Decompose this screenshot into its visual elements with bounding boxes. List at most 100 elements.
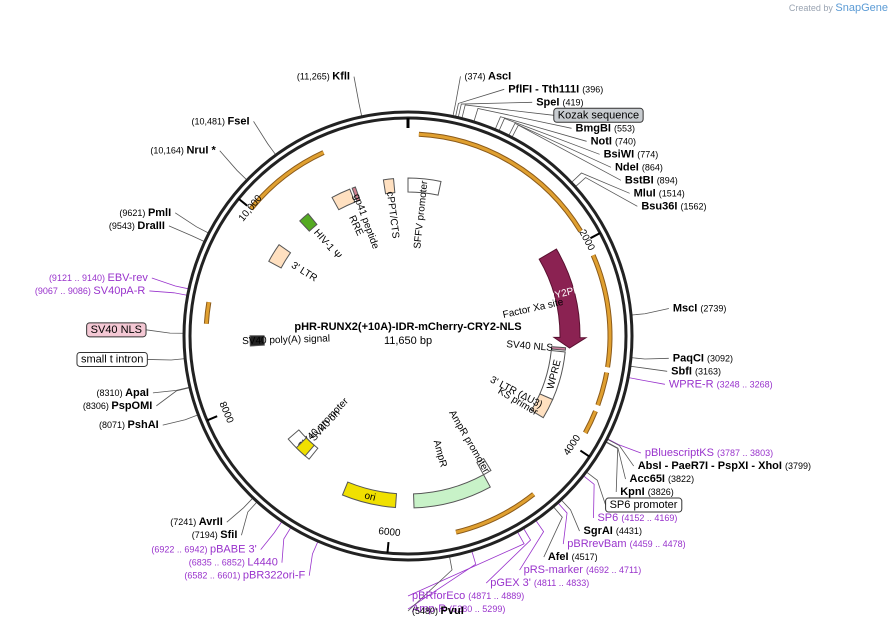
site-pvui[interactable]: (5480) PvuI: [412, 605, 464, 617]
feature-sv40-nls-label: SV40 NLS: [506, 339, 554, 354]
site-apai[interactable]: (8310) ApaI: [97, 387, 149, 399]
feature-ampr-label: AmpR: [431, 439, 449, 469]
orf-arc[interactable]: [596, 372, 609, 406]
feature-sv40-nls[interactable]: [550, 346, 567, 351]
site-noti[interactable]: NotI (740): [591, 135, 636, 147]
site-coord: (3163): [695, 366, 721, 376]
site-sp6-promoter[interactable]: SP6 promoter: [610, 499, 678, 511]
site-small-t-intron[interactable]: small t intron: [81, 353, 143, 365]
feature-hiv-1[interactable]: [299, 212, 318, 232]
site-afei[interactable]: AfeI (4517): [548, 551, 598, 563]
site-bstbi[interactable]: BstBI (894): [625, 174, 678, 186]
feature-ampr-promoter[interactable]: [476, 457, 492, 476]
site-coord: (9067 .. 9086): [35, 286, 94, 296]
site-pspomi[interactable]: (8306) PspOMI: [83, 400, 152, 412]
site-pbr322ori-f[interactable]: (6582 .. 6601) pBR322ori-F: [184, 570, 305, 582]
site-name: small t intron: [81, 353, 143, 365]
site-sbfi[interactable]: SbfI (3163): [671, 365, 721, 377]
site-coord: (6582 .. 6601): [184, 571, 243, 581]
site-pflfi-tth111i[interactable]: PflFI - Tth111I (396): [508, 83, 603, 95]
site-bmgbi[interactable]: BmgBI (553): [576, 122, 636, 134]
orf-arc[interactable]: [583, 410, 597, 434]
feature-ampr[interactable]: [413, 474, 491, 509]
feature-gp41-peptide[interactable]: [351, 186, 361, 202]
site-sfii[interactable]: (7194) SfiI: [192, 529, 238, 541]
site-ndei[interactable]: NdeI (864): [615, 161, 663, 173]
site-sv40pa-r[interactable]: (9067 .. 9086) SV40pA-R: [35, 285, 146, 297]
feature-rre[interactable]: [331, 188, 356, 211]
feature-cppt-cts[interactable]: [382, 178, 396, 195]
site-box: [605, 497, 683, 513]
feature-sffv-promoter[interactable]: [407, 177, 442, 196]
site-ebv-rev[interactable]: (9121 .. 9140) EBV-rev: [49, 272, 148, 284]
leader-noti: [494, 116, 587, 142]
site-name: PspOMI: [111, 400, 152, 412]
site-fsei[interactable]: (10,481) FseI: [191, 115, 249, 127]
site-sv40-nls[interactable]: SV40 NLS: [91, 324, 142, 336]
orf-arc[interactable]: [418, 132, 582, 232]
leader-ndei: [508, 122, 612, 168]
feature-sv40-ori[interactable]: [295, 437, 315, 457]
orf-arrowhead: [596, 402, 599, 408]
site-name: SbfI: [671, 365, 695, 377]
site-kpni[interactable]: KpnI (3826): [620, 486, 674, 498]
site-pbrforeco[interactable]: pBRforEco (4871 .. 4889): [412, 590, 524, 602]
orf-arc[interactable]: [204, 301, 211, 324]
site-prs-marker[interactable]: pRS-marker (4692 .. 4711): [524, 564, 642, 576]
leader-pbrrevbam: [557, 502, 568, 545]
site-nrui[interactable]: (10,164) NruI *: [150, 145, 216, 157]
site-pmli[interactable]: (9621) PmlI: [119, 207, 171, 219]
site-spei[interactable]: SpeI (419): [536, 96, 583, 108]
site-paqci[interactable]: PaqCI (3092): [673, 352, 733, 364]
site-asci[interactable]: (374) AscI: [464, 70, 511, 82]
site-amp-r[interactable]: Amp-R (5280 .. 5299): [412, 603, 505, 615]
site-acc65i[interactable]: Acc65I (3822): [630, 473, 695, 485]
feature-ori[interactable]: [341, 481, 398, 509]
site-bsiwi[interactable]: BsiWI (774): [604, 148, 659, 160]
leader-bstbi: [511, 124, 622, 181]
site-pbluescriptks[interactable]: pBluescriptKS (3787 .. 3803): [645, 447, 773, 459]
site-l4440[interactable]: (6835 .. 6852) L4440: [189, 557, 278, 569]
orf-arc[interactable]: [249, 151, 325, 210]
orf-arc[interactable]: [591, 254, 612, 368]
site-pbabe-3[interactable]: (6922 .. 6942) pBABE 3': [151, 544, 256, 556]
orf-arc-outline: [455, 492, 536, 535]
site-kozak-sequence[interactable]: Kozak sequence: [558, 109, 639, 121]
site-name: SfiI: [220, 529, 237, 541]
site-name: SpeI: [536, 96, 562, 108]
site-kfli[interactable]: (11,265) KflI: [297, 71, 350, 83]
site-coord: (1562): [680, 201, 706, 211]
site-bsu36i[interactable]: Bsu36I (1562): [641, 200, 706, 212]
site-coord: (3248 .. 3268): [717, 379, 773, 389]
site-name: ApaI: [125, 387, 149, 399]
site-pgex-3[interactable]: pGEX 3' (4811 .. 4833): [490, 577, 589, 589]
site-coord: (11,265): [297, 72, 332, 82]
site-draiii[interactable]: (9543) DraIII: [109, 220, 165, 232]
site-avrii[interactable]: (7241) AvrII: [170, 516, 223, 528]
leader-pspomi: [156, 387, 191, 407]
site-coord: (740): [615, 136, 636, 146]
feature-sv40-poly-a-signal[interactable]: [249, 335, 265, 347]
site-name: Kozak sequence: [558, 109, 639, 121]
site-pbrrevbam[interactable]: pBRrevBam (4459 .. 4478): [567, 538, 685, 550]
feature-cry2phr[interactable]: [538, 248, 588, 349]
site-coord: (8306): [83, 401, 112, 411]
site-pshai[interactable]: (8071) PshAI: [99, 419, 159, 431]
feature-3-ltr-u3[interactable]: [530, 393, 554, 419]
orf-arc[interactable]: [455, 492, 535, 534]
site-name: SgrAI: [584, 525, 616, 537]
site-name: AscI: [488, 70, 511, 82]
site-coord: (374): [464, 71, 488, 81]
feature-3-ltr[interactable]: [268, 243, 292, 269]
site-sgrai[interactable]: SgrAI (4431): [584, 525, 642, 537]
site-absi-paer7i-pspxi-xhoi[interactable]: AbsI - PaeR7I - PspXI - XhoI (3799): [638, 460, 811, 472]
leader-pgex-3: [485, 527, 532, 584]
tick-label: 2000: [576, 228, 596, 253]
site-msci[interactable]: MscI (2739): [673, 303, 727, 315]
site-sp6[interactable]: SP6 (4152 .. 4169): [597, 512, 677, 524]
feature-3-ltr-label: 3' LTR: [289, 260, 319, 284]
site-mlui[interactable]: MluI (1514): [634, 187, 685, 199]
orf-arc-outline: [418, 131, 583, 233]
site-wpre-r[interactable]: WPRE-R (3248 .. 3268): [669, 378, 773, 390]
